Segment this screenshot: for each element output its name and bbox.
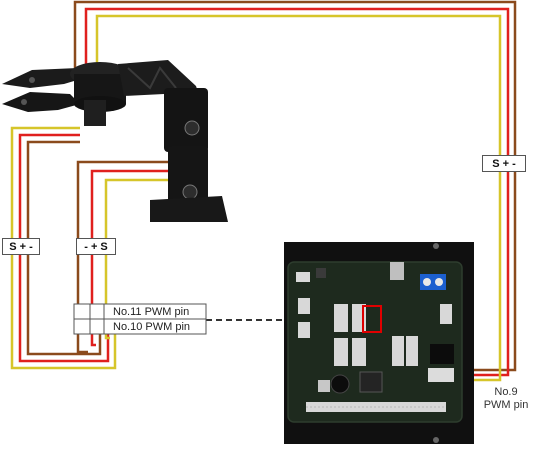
pin9-label: No.9 PWM pin bbox=[466, 386, 546, 412]
pin10-label: No.10 PWM pin bbox=[113, 320, 190, 334]
right-servo-label: S + - bbox=[482, 155, 526, 172]
pin9-line1: No.9 bbox=[466, 386, 546, 399]
arm-base bbox=[150, 196, 228, 222]
pin9-line2: PWM pin bbox=[466, 399, 546, 412]
controller-board-icon bbox=[284, 242, 474, 444]
upper-servo bbox=[164, 88, 208, 152]
left-servo-label: S + - bbox=[2, 238, 40, 255]
pin11-label: No.11 PWM pin bbox=[113, 305, 189, 319]
gripper-lower-plate bbox=[2, 92, 80, 112]
middle-servo-label: - + S bbox=[76, 238, 116, 255]
buzzer bbox=[331, 375, 349, 393]
